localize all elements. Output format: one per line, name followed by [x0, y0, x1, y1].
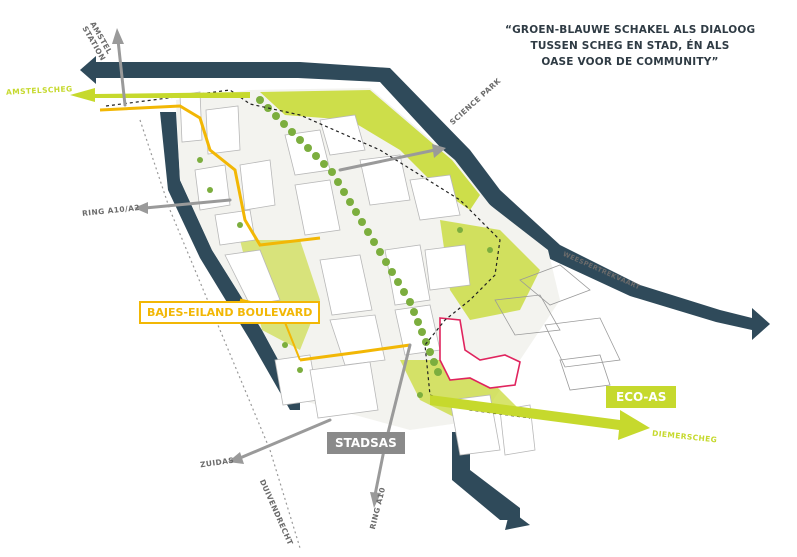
connection-arrowheads [112, 28, 446, 508]
building-blocks [179, 91, 536, 456]
quote-line-2: TUSSEN SCHEG EN STAD, ÉN ALS [530, 40, 730, 52]
quote-line-3: OASE VOOR DE COMMUNITY” [541, 56, 719, 68]
diemerscheg-arrow [430, 395, 650, 440]
amstelscheg-arrow [70, 88, 250, 102]
label-eco-as: ECO-AS [606, 386, 677, 408]
label-stadsas: STADSAS [327, 432, 405, 454]
quote-text: “GROEN-BLAUWE SCHAKEL ALS DIALOOG TUSSEN… [505, 22, 755, 70]
dashed-route [105, 89, 531, 419]
highlight-building [439, 317, 521, 389]
existing-buildings [494, 264, 621, 391]
canal-arrow-west [80, 56, 96, 84]
quote-line-1: “GROEN-BLAUWE SCHAKEL ALS DIALOOG [505, 24, 756, 36]
canal-arrow-east [752, 308, 770, 340]
label-bajes-boulevard: BAJES-EILAND BOULEVARD [139, 301, 321, 324]
canal-water [96, 62, 752, 330]
canal-arrow-south [505, 510, 530, 530]
